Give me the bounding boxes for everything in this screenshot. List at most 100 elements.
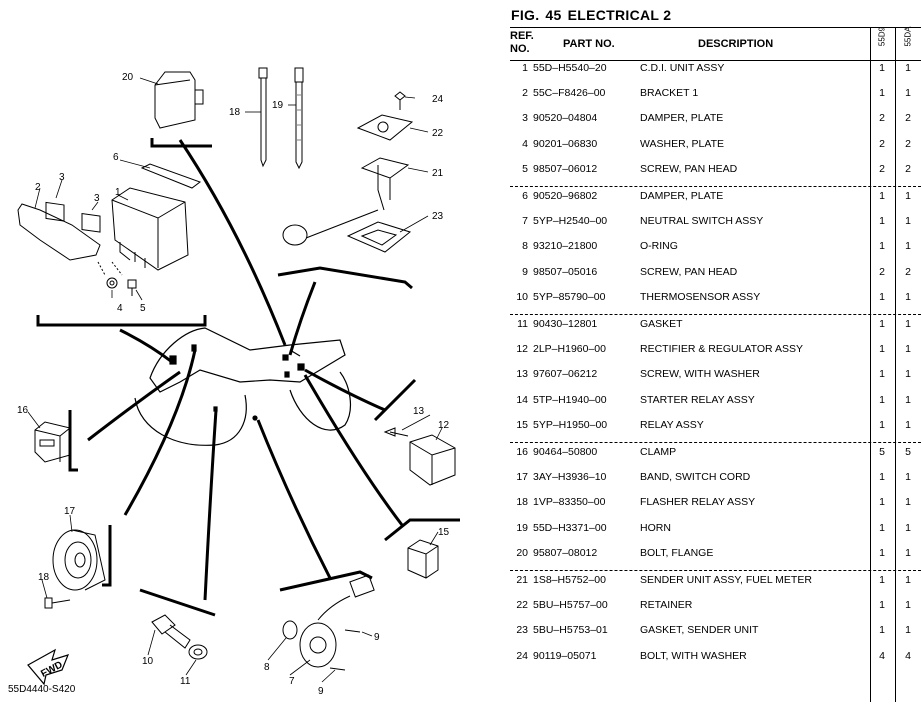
- callout-17: 19: [272, 100, 284, 111]
- description: FLASHER RELAY ASSY: [640, 496, 756, 509]
- description: DAMPER, PLATE: [640, 190, 724, 202]
- qty-55d9: 1: [879, 318, 885, 330]
- description: NEUTRAL SWITCH ASSY: [640, 215, 764, 228]
- callout-1: 1: [115, 187, 121, 198]
- qty-55d9: 1: [879, 190, 885, 202]
- header-bottom-rule: [510, 60, 921, 61]
- qty-55da: 1: [905, 87, 911, 100]
- part-number: 2LP–H1960–00: [533, 343, 606, 356]
- ref-number: 8: [522, 240, 528, 253]
- o-ring-drawing: [282, 620, 298, 640]
- callout-9b: 9: [318, 686, 324, 697]
- part-number: 5YP–H1950–00: [533, 418, 608, 431]
- part-number: 5TP–H1940–00: [533, 393, 607, 406]
- gasket-drawing: [188, 644, 208, 660]
- qty-55da: 1: [905, 599, 911, 612]
- part-number: 55D–H5540–20: [533, 62, 607, 74]
- rectifier-drawing: [383, 427, 456, 486]
- part-number: 55D–H3371–00: [533, 521, 607, 534]
- callout-16: 18: [229, 107, 241, 118]
- qty-55d9: 1: [879, 521, 885, 534]
- qty-55da: 2: [905, 162, 911, 175]
- ref-number: 14: [516, 393, 528, 406]
- callout-24: 24: [432, 94, 444, 105]
- callout-18: 16: [17, 405, 29, 416]
- qty-55d9: 1: [879, 240, 885, 253]
- description: HORN: [640, 521, 671, 534]
- ref-number: 22: [516, 599, 528, 612]
- part-number: 55C–F8426–00: [533, 87, 606, 100]
- callout-numbers: 20 18 19 24 22 21 23 6 2 3 3 1 4 5 16 17…: [17, 72, 450, 697]
- header-part-no: PART NO.: [563, 38, 615, 50]
- fuel-sender-drawing: [282, 91, 414, 253]
- description: THERMOSENSOR ASSY: [640, 290, 761, 303]
- damper-drawing: [45, 201, 65, 222]
- part-number: 90520–96802: [533, 190, 598, 202]
- qty-55d9: 1: [879, 215, 885, 228]
- qty-55d9: 1: [879, 624, 885, 637]
- qty-55da: 1: [905, 190, 911, 202]
- figure-name: ELECTRICAL 2: [567, 7, 672, 23]
- group-separator: [510, 442, 921, 443]
- clamp-drawing: [258, 67, 268, 168]
- part-number: 90520–04804: [533, 112, 598, 125]
- part-number: 1S8–H5752–00: [533, 574, 606, 586]
- description: BRACKET 1: [640, 87, 699, 100]
- band-drawing: [294, 67, 304, 170]
- qty-55da: 1: [905, 318, 911, 330]
- qty-55d9: 2: [879, 265, 885, 278]
- part-number: 93210–21800: [533, 240, 598, 253]
- qty-55d9: 1: [879, 368, 885, 381]
- ref-number: 1: [522, 62, 528, 74]
- qty-55da: 1: [905, 343, 911, 356]
- relay-drawing: [407, 539, 439, 579]
- callout-15: 15: [438, 527, 450, 538]
- qty-55da: 1: [905, 240, 911, 253]
- qty-55da: 1: [905, 393, 911, 406]
- callout-20: 18: [38, 572, 50, 583]
- ref-number: 13: [516, 368, 528, 381]
- part-number: 97607–06212: [533, 368, 598, 381]
- part-number: 5YP–H2540–00: [533, 215, 608, 228]
- callout-19: 17: [64, 506, 76, 517]
- ref-number: 4: [522, 137, 528, 150]
- ref-number: 6: [522, 190, 528, 202]
- qty-55da: 1: [905, 368, 911, 381]
- callout-8: 8: [264, 662, 270, 673]
- flasher-relay-drawing: [34, 421, 71, 463]
- group-separator: [510, 314, 921, 315]
- ref-number: 9: [522, 265, 528, 278]
- description: C.D.I. UNIT ASSY: [640, 62, 725, 74]
- qty-55d9: 1: [879, 546, 885, 559]
- fwd-arrow-icon: [27, 648, 70, 686]
- part-number: 98507–06012: [533, 162, 598, 175]
- callout-11: 11: [180, 676, 191, 687]
- diagram-code: 55D4440-S420: [8, 684, 76, 695]
- qty-55da: 1: [905, 215, 911, 228]
- qty-55d9: 2: [879, 162, 885, 175]
- ref-number: 18: [516, 496, 528, 509]
- ref-number: 12: [516, 343, 528, 356]
- figure-number: 45: [545, 7, 562, 23]
- callout-12: 12: [438, 420, 450, 431]
- qty-55d9: 1: [879, 418, 885, 431]
- callout-5: 5: [140, 303, 146, 314]
- qty-55da: 1: [905, 471, 911, 484]
- qty-55d9: 2: [879, 137, 885, 150]
- callout-3b: 3: [94, 193, 100, 204]
- ref-number: 3: [522, 112, 528, 125]
- part-number: 95807–08012: [533, 546, 598, 559]
- part-number: 90201–06830: [533, 137, 598, 150]
- column-divider-2: [895, 27, 896, 702]
